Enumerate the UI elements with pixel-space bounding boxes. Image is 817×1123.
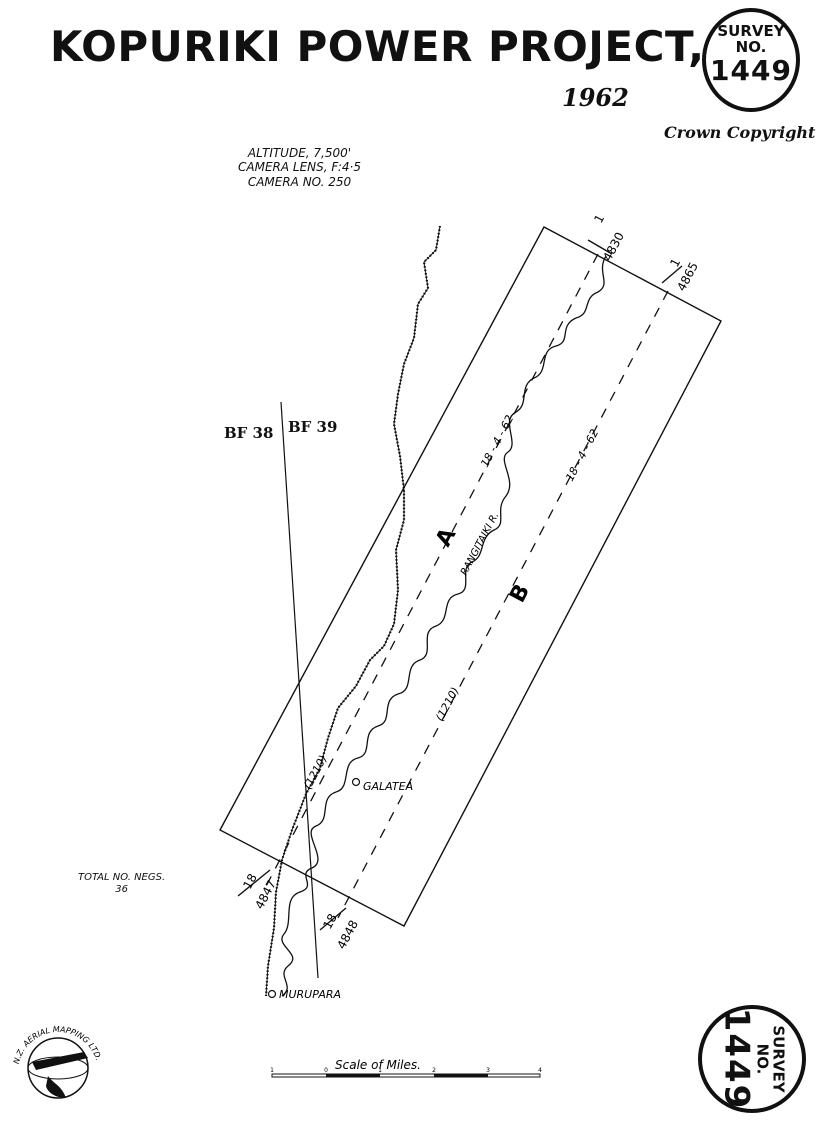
murupara-label: MURUPARA bbox=[279, 988, 341, 1001]
survey-badge-number: 1449 bbox=[717, 1007, 758, 1111]
scale-bar-seg-1 bbox=[326, 1074, 380, 1077]
scale-bar-outline bbox=[271, 1073, 541, 1078]
run-a-end-frame: 18 bbox=[240, 871, 260, 891]
sheet-boundary-line bbox=[280, 401, 319, 979]
survey-badge-line2: NO. bbox=[735, 37, 767, 56]
flight-info: ALTITUDE, 7,500' CAMERA LENS, F:4·5 CAME… bbox=[238, 146, 361, 189]
run-b-letter: B bbox=[505, 580, 535, 607]
camera-lens-text: CAMERA LENS, F:4·5 bbox=[238, 160, 361, 175]
total-negs-label: TOTAL NO. NEGS. bbox=[78, 872, 166, 883]
run-a-letter: A bbox=[431, 524, 461, 551]
railway-centreline bbox=[265, 225, 441, 997]
flight-line-a bbox=[262, 253, 599, 893]
flight-line-b bbox=[337, 290, 669, 919]
scale-tick-label: 3 bbox=[486, 1067, 490, 1074]
run-a-date: 18 - 4 - 62 bbox=[478, 413, 516, 469]
run-a-height: (1210) bbox=[301, 753, 330, 791]
survey-badge-line1: SURVEY bbox=[769, 1025, 788, 1093]
murupara-marker bbox=[267, 989, 277, 999]
run-b-end-neg: 4848 bbox=[334, 918, 361, 952]
run-b-end-tick bbox=[319, 907, 347, 931]
nz-aerial-mapping-logo: N.Z. AERIAL MAPPING LTD. bbox=[12, 1025, 103, 1099]
scale-tick-label: 1 bbox=[270, 1067, 274, 1074]
galatea-label: GALATEA bbox=[363, 780, 413, 793]
run-a-start-neg: 4830 bbox=[600, 230, 627, 264]
camera-number-text: CAMERA NO. 250 bbox=[247, 174, 352, 189]
total-negs-value: 36 bbox=[115, 884, 128, 895]
survey-number-badge-top: SURVEY NO. 1449 bbox=[702, 8, 800, 112]
run-a-end-tick bbox=[237, 869, 271, 897]
survey-badge-number: 1449 bbox=[710, 53, 792, 87]
sheet-label-bf38: BF 38 bbox=[224, 424, 274, 442]
rangitaiki-river bbox=[281, 255, 607, 997]
coverage-boundary bbox=[219, 226, 722, 927]
scale-tick-label: 1 bbox=[378, 1067, 382, 1074]
run-b-height: (1210) bbox=[433, 685, 462, 723]
survey-badge-line1: SURVEY bbox=[717, 22, 785, 40]
map-year: 1962 bbox=[562, 83, 629, 112]
railway-line bbox=[264, 225, 442, 997]
scale-tick-label: 0 bbox=[324, 1067, 328, 1074]
scale-bar-label: Scale of Miles. bbox=[335, 1058, 421, 1072]
total-negatives: TOTAL NO. NEGS. 36 bbox=[78, 872, 165, 896]
logo-land bbox=[46, 1076, 66, 1098]
scale-bar: 1 0 1 2 3 4 Scale of Miles. bbox=[270, 1058, 542, 1078]
run-b-start-tick bbox=[661, 265, 683, 284]
logo-wing bbox=[32, 1052, 88, 1070]
run-a-start-tick bbox=[587, 239, 613, 255]
map-title: KOPURIKI POWER PROJECT, bbox=[50, 22, 705, 71]
galatea-marker bbox=[351, 777, 361, 787]
run-a-start-frame: 1 bbox=[591, 212, 607, 225]
scale-tick-label: 2 bbox=[432, 1067, 436, 1074]
run-b-date: 18 - 4 - 62 bbox=[563, 427, 601, 483]
run-b-end-frame: 18 bbox=[320, 911, 340, 931]
scale-bar-seg-2 bbox=[434, 1074, 488, 1077]
sheet-label-bf39: BF 39 bbox=[288, 418, 338, 436]
altitude-text: ALTITUDE, 7,500' bbox=[247, 146, 352, 160]
scale-tick-label: 4 bbox=[538, 1067, 542, 1074]
crown-copyright: Crown Copyright bbox=[664, 123, 816, 142]
survey-number-badge-bottom: SURVEY NO. 1449 bbox=[698, 1005, 806, 1113]
river-label: RANGITAIKI R. bbox=[459, 511, 501, 578]
